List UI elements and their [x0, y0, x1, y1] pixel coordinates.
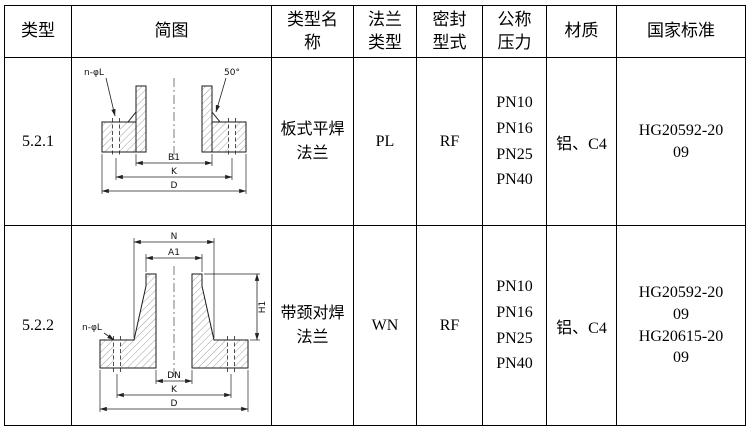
flange-diagram-weld-neck: N A1 H1	[82, 232, 268, 412]
dimension-a1: A1	[145, 248, 203, 272]
dimension-h1: H1	[204, 273, 268, 341]
flange-cross-section	[101, 78, 247, 160]
header-seal-type: 密封 型式	[416, 5, 483, 58]
header-diagram: 简图	[71, 5, 272, 58]
dimension-d: D	[99, 370, 249, 412]
header-type: 类型	[4, 5, 72, 58]
pressure-value: PN16	[496, 119, 533, 137]
dimension-n: N	[133, 232, 215, 338]
table-row-plate-flange: 5.2.1	[4, 57, 746, 226]
cell-standard: HG20592-2009 HG20615-2009	[616, 225, 746, 426]
pressure-value: PN40	[496, 355, 533, 373]
table-row-weld-neck-flange: 5.2.2	[4, 225, 746, 426]
cell-flange-type: PL	[353, 57, 417, 226]
pressure-value: PN40	[496, 171, 533, 189]
cell-pressure: PN10 PN16 PN25 PN40	[482, 225, 547, 426]
dimension-k: K	[116, 374, 232, 398]
cell-type-name: 带颈对焊法兰	[271, 225, 354, 426]
cell-diagram: N A1 H1	[71, 225, 272, 426]
dimension-b1: B1	[135, 153, 213, 166]
cell-pressure: PN10 PN16 PN25 PN40	[482, 57, 547, 226]
flange-spec-table: 类型 简图 类型名 称 法兰 类型 密封 型式 公称 压力 材质 国家标准 5.…	[4, 5, 746, 426]
header-nominal-pressure: 公称 压力	[482, 5, 547, 58]
dim-label-bore: DN	[167, 371, 181, 381]
dim-label-outer-dia: D	[171, 181, 178, 191]
standard-value: HG20592-2009	[638, 284, 724, 323]
pressure-value: PN10	[496, 94, 533, 112]
dim-label-hub-top: A1	[168, 248, 180, 258]
bolt-hole-right	[227, 336, 235, 372]
cell-material: 铝、C4	[546, 225, 617, 426]
dimension-k: K	[115, 158, 233, 180]
standard-value: HG20592-2009	[638, 121, 724, 161]
cell-material: 铝、C4	[546, 57, 617, 226]
pressure-value: PN25	[496, 145, 533, 163]
pressure-value: PN16	[496, 303, 533, 321]
cell-diagram: B1 K D	[71, 57, 272, 226]
cell-flange-type: WN	[353, 225, 417, 426]
dim-label-outer-dia: D	[171, 399, 178, 409]
header-material: 材质	[546, 5, 617, 58]
dim-label-bolt-circle: K	[171, 385, 178, 395]
dim-label-height: H1	[258, 301, 268, 314]
standard-value: HG20615-2009	[638, 327, 724, 367]
cell-seal-type: RF	[416, 57, 483, 226]
cell-seal-type: RF	[416, 225, 483, 426]
header-national-standard: 国家标准	[616, 5, 746, 58]
bolt-hole-left	[113, 336, 121, 372]
dim-label-bore: B1	[168, 153, 180, 163]
cell-type-code: 5.2.2	[4, 225, 72, 426]
flange-cross-section	[99, 266, 249, 378]
callout-weld-angle: 50°	[215, 68, 240, 113]
weld-bevel-right	[211, 111, 222, 123]
dim-label-holes: n-φL	[82, 323, 102, 333]
dim-label-holes: n-φL	[84, 68, 104, 78]
pressure-value: PN10	[496, 278, 533, 296]
header-row: 类型 简图 类型名 称 法兰 类型 密封 型式 公称 压力 材质 国家标准	[4, 5, 746, 58]
header-flange-type: 法兰 类型	[353, 5, 417, 58]
header-type-name: 类型名 称	[271, 5, 354, 58]
dimension-dn: DN	[155, 370, 193, 384]
flange-diagram-plate: B1 K D	[84, 68, 247, 194]
dim-label-angle: 50°	[224, 68, 240, 78]
dim-label-hub-base: N	[171, 232, 178, 242]
cell-standard: HG20592-2009	[616, 57, 746, 226]
dim-label-bolt-circle: K	[171, 167, 178, 177]
pressure-value: PN25	[496, 329, 533, 347]
cell-type-name: 板式平焊法兰	[271, 57, 354, 226]
cell-type-code: 5.2.1	[4, 57, 72, 226]
weld-bevel-left	[126, 111, 137, 123]
dimension-d: D	[101, 154, 247, 194]
callout-bolt-holes: n-φL	[82, 323, 115, 341]
callout-bolt-holes: n-φL	[84, 68, 116, 117]
